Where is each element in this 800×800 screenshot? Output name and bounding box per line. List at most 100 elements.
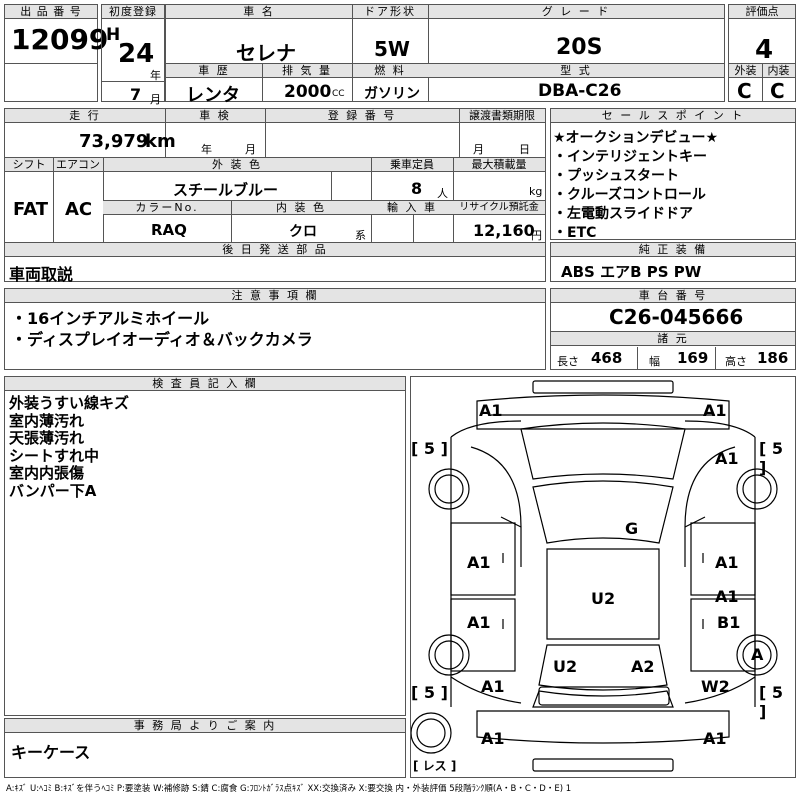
tyre-rear-right: [ 5 ] — [759, 683, 784, 721]
ac: AC — [65, 199, 93, 220]
int-color-unit: 系 — [355, 229, 366, 242]
model: DBA-C26 — [538, 81, 622, 101]
notes-label: 注 意 事 項 欄 — [5, 289, 545, 303]
mark-right-rear: W2 — [701, 677, 730, 696]
displacement-label: 排 気 量 — [262, 64, 352, 78]
chassis-number: C26-045666 — [609, 305, 744, 329]
door-type: 5W — [374, 37, 410, 61]
car-diagram — [411, 380, 778, 772]
capacity-unit: 人 — [437, 187, 448, 200]
mark-roof: U2 — [591, 589, 616, 608]
score: 4 — [755, 35, 774, 65]
car-name-label: 車 名 — [166, 5, 352, 19]
tyre-front-right: [ 5 ] — [759, 439, 784, 477]
later-parts-label: 後 日 発 送 部 品 — [5, 243, 545, 257]
door-label: ドア形状 — [352, 5, 428, 19]
reg-year: 24 — [118, 39, 155, 69]
maxload-label: 最大積載量 — [453, 158, 545, 172]
sales-points-box: セ ー ル ス ポ イ ン ト ★オークションデビュー★ ・インテリジェントキー・… — [550, 108, 796, 241]
displacement: 2000 — [284, 82, 332, 102]
spare-tyre: [ レス ] — [413, 759, 457, 773]
mark-windshield: G — [625, 519, 639, 538]
mark-left-rear: A1 — [481, 677, 505, 696]
lot-box: 出 品 番 号 12099 — [4, 4, 108, 102]
mark-rear-glass-left: U2 — [553, 657, 578, 676]
length-value: 468 — [591, 349, 623, 367]
lot-number: 12099 — [11, 23, 109, 56]
history: レンタ — [186, 85, 240, 106]
inspector-line: バンパー下A — [9, 481, 97, 500]
inspector-line: 天張薄汚れ — [9, 429, 85, 447]
recycle-label: リサイクル預託金 — [453, 201, 545, 215]
car-diagram-box: A1 A1 A1 G A1 A1 U2 A1 A1 B1 A U2 A2 A1 … — [410, 376, 796, 778]
exterior-color: スチールブルー — [173, 181, 279, 199]
notes-list: ・16インチアルミホイール・ディスプレイオーディオ＆バックカメラ — [11, 308, 313, 350]
exterior-label: 外装 — [729, 64, 762, 78]
colorno-label: カラーNo. — [103, 201, 231, 215]
sales-point: ・クルーズコントロール — [553, 187, 706, 203]
recycle-fee: 12,160 — [473, 221, 535, 240]
lot-label: 出 品 番 号 — [5, 5, 97, 19]
equipment-box: 純 正 装 備 ABS エアB PS PW — [550, 242, 796, 282]
office-label: 事 務 局 よ り ご 案 内 — [5, 719, 405, 733]
mileage-label: 走 行 — [5, 109, 165, 123]
mark-right-door-rear: B1 — [717, 613, 741, 632]
inspector-line: 室内内張傷 — [9, 464, 85, 482]
inspector-label: 検 査 員 記 入 欄 — [5, 377, 405, 391]
exterior-grade: C — [737, 79, 752, 103]
fuel-label: 燃 料 — [352, 64, 428, 78]
mark-right-door-front: A1 — [715, 553, 739, 572]
vehicle-detail-box: 走 行 車 検 登 録 番 号 譲渡書類期限 73,979 km 年 月 月 日… — [4, 108, 546, 284]
first-registration-box: 初度登録 H 24 年 7 月 — [101, 4, 165, 106]
sales-point: ・左電動スライドドア — [553, 206, 693, 222]
car-name: セレナ — [236, 41, 296, 65]
history-label: 車 歴 — [166, 64, 262, 78]
mark-rear-glass-right: A2 — [631, 657, 655, 676]
score-label: 評価点 — [729, 5, 795, 19]
later-parts: 車両取説 — [9, 265, 74, 284]
ac-label: エアコン — [53, 158, 103, 172]
km-unit: km — [145, 131, 176, 152]
insp-year-unit: 年 — [201, 143, 212, 156]
main-header-box: 車 名 ドア形状 グ レ ー ド セレナ 5W 20S 車 歴 排 気 量 燃 … — [165, 4, 725, 106]
mark-front-right: A1 — [703, 401, 727, 420]
regno-label: 登 録 番 号 — [265, 109, 459, 123]
recycle-unit: 円 — [531, 229, 542, 242]
insp-month-unit: 月 — [245, 143, 256, 156]
interior-label: 内装 — [762, 64, 795, 78]
length-label: 長さ — [557, 355, 579, 368]
mark-rear-right-corner: A1 — [703, 729, 727, 748]
first-reg-label: 初度登録 — [102, 5, 164, 19]
mark-right-fender: A1 — [715, 449, 739, 468]
inspector-line: 室内薄汚れ — [9, 411, 85, 430]
note-item: ・ディスプレイオーディオ＆バックカメラ — [11, 330, 313, 349]
capacity: 8 — [411, 179, 423, 198]
era: H — [106, 25, 121, 45]
capacity-label: 乗車定員 — [371, 158, 453, 172]
tyre-rear-left: [ 5 ] — [411, 683, 448, 702]
mark-left-door-front: A1 — [467, 553, 491, 572]
shift-label: シフト — [5, 158, 53, 172]
reg-month: 7 — [130, 85, 142, 104]
sales-point: ・プッシュスタート — [553, 168, 679, 184]
equipment-label: 純 正 装 備 — [551, 243, 795, 257]
mark-rear-left-corner: A1 — [481, 729, 505, 748]
width-label: 幅 — [649, 355, 660, 368]
fuel: ガソリン — [364, 86, 420, 102]
width-value: 169 — [677, 349, 709, 367]
transfer-label: 譲渡書類期限 — [459, 109, 545, 123]
sales-point: ・インテリジェントキー — [553, 149, 707, 165]
transfer-month-unit: 月 — [473, 143, 484, 156]
int-color-label: 内 装 色 — [231, 201, 371, 215]
sales-point: ・ETC — [553, 225, 597, 241]
sales-point: ★オークションデビュー★ — [553, 130, 719, 146]
import-label: 輸 入 車 — [371, 201, 453, 215]
color-label: 外 装 色 — [103, 158, 371, 172]
shift: FAT — [13, 199, 49, 220]
chassis-label: 車 台 番 号 — [551, 289, 795, 303]
mileage: 73,979 — [79, 131, 149, 152]
sales-label: セ ー ル ス ポ イ ン ト — [551, 109, 795, 123]
notes-box: 注 意 事 項 欄 ・16インチアルミホイール・ディスプレイオーディオ＆バックカ… — [4, 288, 546, 370]
tyre-front-left: [ 5 ] — [411, 439, 448, 458]
mark-front-left: A1 — [479, 401, 503, 420]
